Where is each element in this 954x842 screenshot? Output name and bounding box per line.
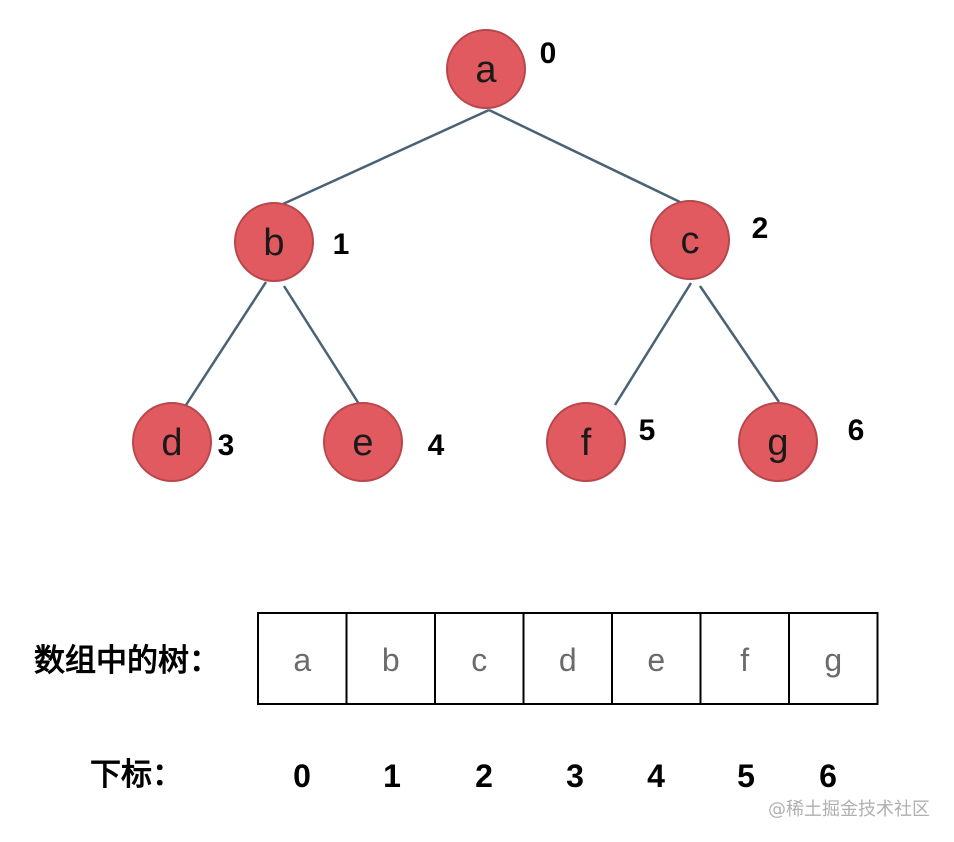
index-value-2: 2 xyxy=(475,758,493,794)
node-label: f xyxy=(581,422,592,464)
array-cell-box xyxy=(788,612,879,705)
array-cell-5: f xyxy=(699,612,790,705)
node-label: g xyxy=(767,422,788,464)
node-label: e xyxy=(352,422,373,464)
node-circle xyxy=(650,200,730,280)
node-index-label: 5 xyxy=(639,414,656,447)
array-cell-1: b xyxy=(345,612,436,705)
array-cell-box xyxy=(522,612,613,705)
array-caption: 数组中的树： xyxy=(34,643,220,679)
index-value-6: 6 xyxy=(819,758,837,794)
array-cell-value: a xyxy=(293,642,311,678)
array-cell-value: g xyxy=(824,642,842,678)
array-cell-value: f xyxy=(740,642,749,678)
array-row: 数组中的树： a b c d e f g xyxy=(34,612,879,705)
node-label: d xyxy=(161,422,182,464)
node-index-label: 2 xyxy=(752,212,769,245)
array-cell-6: g xyxy=(788,612,879,705)
array-cell-value: c xyxy=(471,642,487,678)
edge-a-c xyxy=(488,108,681,204)
edge-a-b xyxy=(282,108,490,206)
node-label: c xyxy=(681,220,700,262)
node-circle xyxy=(738,402,818,482)
index-value-3: 3 xyxy=(566,758,584,794)
index-row: 下标： 0 1 2 3 4 5 6 xyxy=(90,757,837,794)
index-value-5: 5 xyxy=(737,758,755,794)
node-circle xyxy=(234,202,314,282)
node-circle xyxy=(546,402,626,482)
edge-b-d xyxy=(184,281,268,406)
index-caption: 下标： xyxy=(90,757,183,793)
array-cell-box xyxy=(434,612,525,705)
watermark: @稀土掘金技术社区 xyxy=(768,799,930,820)
index-value-1: 1 xyxy=(383,758,401,794)
node-circle xyxy=(132,402,212,482)
array-cell-value: d xyxy=(559,642,577,678)
node-label: a xyxy=(475,49,497,91)
node-index-label: 1 xyxy=(333,228,350,261)
array-cell-box xyxy=(611,612,702,705)
edge-c-f xyxy=(613,282,693,406)
node-index-label: 0 xyxy=(540,37,557,70)
node-index-label: 6 xyxy=(848,414,865,447)
array-cell-3: d xyxy=(522,612,613,705)
node-index-label: 4 xyxy=(428,429,445,462)
index-value-0: 0 xyxy=(293,758,311,794)
array-cell-4: e xyxy=(611,612,702,705)
array-cell-value: e xyxy=(647,642,665,678)
array-cell-value: b xyxy=(382,642,400,678)
edge-c-g xyxy=(698,285,781,403)
node-circle xyxy=(446,29,526,109)
array-cell-2: c xyxy=(434,612,525,705)
edge-b-e xyxy=(282,285,361,405)
index-value-4: 4 xyxy=(647,758,665,794)
array-cell-0: a xyxy=(257,612,348,705)
node-label: b xyxy=(263,222,284,264)
tree-edges xyxy=(184,108,781,406)
node-index-label: 3 xyxy=(218,429,235,462)
node-circle xyxy=(323,402,403,482)
